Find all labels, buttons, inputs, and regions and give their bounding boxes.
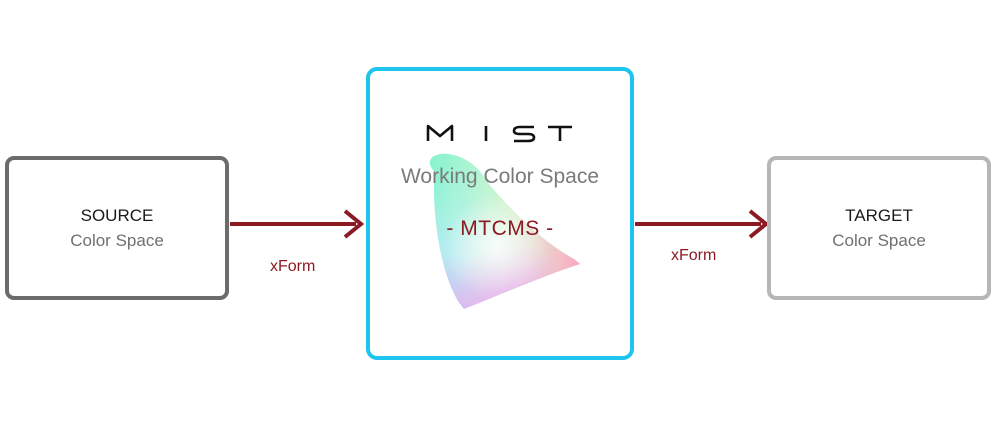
xform-label-right: xForm xyxy=(671,247,717,264)
mist-logo xyxy=(426,124,572,143)
working-model-name: - MTCMS - xyxy=(446,217,554,240)
working-color-space-box: Working Color Space - MTCMS - xyxy=(366,67,634,360)
working-title: Working Color Space xyxy=(400,165,600,188)
target-subtitle: Color Space xyxy=(832,231,926,250)
target-title: TARGET xyxy=(845,206,913,225)
source-title: SOURCE xyxy=(80,206,154,225)
target-color-space-box: TARGET Color Space xyxy=(767,156,991,300)
arrow-source-to-working xyxy=(230,209,365,239)
xform-label-left: xForm xyxy=(270,258,316,275)
arrow-working-to-target xyxy=(635,209,770,239)
source-subtitle: Color Space xyxy=(70,231,164,250)
source-color-space-box: SOURCE Color Space xyxy=(5,156,229,300)
cie-chromaticity-gamut-icon xyxy=(429,153,580,309)
